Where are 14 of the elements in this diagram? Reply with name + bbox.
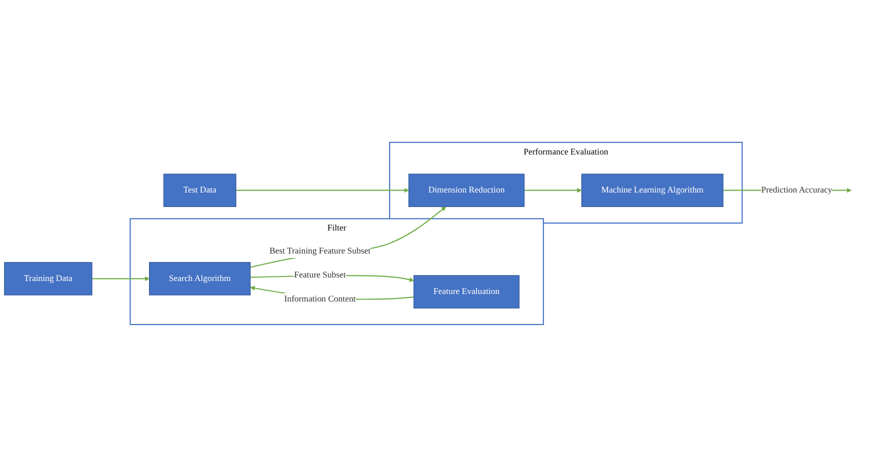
- node-box: Test Data: [163, 173, 236, 207]
- arrow: [524, 188, 582, 192]
- edge-label: Best Training Feature Subset: [269, 246, 371, 256]
- edge-label: Prediction Accuracy: [761, 185, 832, 194]
- node-box: Search Algorithm: [149, 262, 251, 295]
- arrow: [250, 206, 446, 268]
- node-box: Training Data: [4, 262, 92, 295]
- node-box: Feature Evaluation: [414, 274, 520, 308]
- node-box: Machine Learning Algorithm: [581, 173, 724, 207]
- arrow: [92, 276, 150, 281]
- node-box: Dimension Reduction: [408, 173, 525, 207]
- edge-label: Feature Subset: [294, 270, 346, 280]
- arrow: [236, 188, 409, 192]
- edge-label: Information Content: [284, 294, 356, 304]
